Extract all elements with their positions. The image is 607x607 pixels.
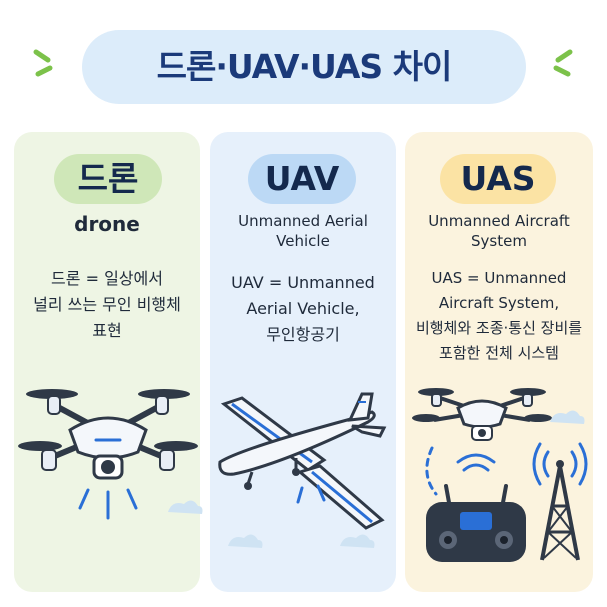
desc-line: 비행체와 조종·통신 장비를 — [415, 319, 583, 337]
drone-subtitle: drone — [74, 212, 140, 236]
fixed-wing-aircraft-icon — [218, 392, 387, 548]
spark-left-icon — [33, 49, 53, 77]
uav-description: UAV = Unmanned Aerial Vehicle, 무인항공기 — [216, 270, 390, 348]
desc-line: UAS = Unmanned — [431, 269, 567, 287]
desc-line: 포함한 전체 시스템 — [439, 344, 559, 362]
desc-line: Aircraft System, — [438, 294, 560, 312]
wifi-signal-icon — [456, 453, 496, 472]
uas-system-illustration — [412, 388, 588, 562]
page-title: 드론·UAV·UAS 차이 — [156, 47, 453, 86]
drone-description: 드론 = 일상에서 널리 쓰는 무인 비행체 표현 — [22, 266, 192, 344]
desc-line: Aerial Vehicle, — [246, 299, 360, 318]
quadcopter-drone-icon — [18, 389, 203, 520]
desc-line: 널리 쓰는 무인 비행체 — [33, 295, 181, 314]
subtitle-line: Unmanned Aerial — [238, 212, 368, 230]
header: 드론·UAV·UAS 차이 — [0, 0, 607, 120]
uav-badge: UAV — [248, 154, 356, 204]
desc-line: UAV = Unmanned — [231, 273, 375, 292]
spark-right-icon — [553, 49, 573, 77]
remote-controller-icon — [426, 484, 526, 562]
antenna-tower-icon — [532, 442, 588, 561]
desc-line: 무인항공기 — [266, 325, 340, 344]
desc-line: 표현 — [92, 321, 122, 340]
subtitle-line: System — [471, 232, 527, 250]
desc-line: 드론 = 일상에서 — [51, 269, 163, 288]
drone-badge: 드론 — [54, 154, 162, 204]
subtitle-line: Unmanned Aircraft — [428, 212, 570, 230]
uav-subtitle: Unmanned Aerial Vehicle — [210, 211, 396, 251]
title-background — [82, 30, 526, 104]
drone-icon — [412, 388, 552, 441]
subtitle-line: Vehicle — [276, 232, 330, 250]
uas-description: UAS = Unmanned Aircraft System, 비행체와 조종·… — [409, 266, 589, 366]
uas-subtitle: Unmanned Aircraft System — [405, 211, 593, 251]
uas-badge: UAS — [440, 154, 556, 204]
